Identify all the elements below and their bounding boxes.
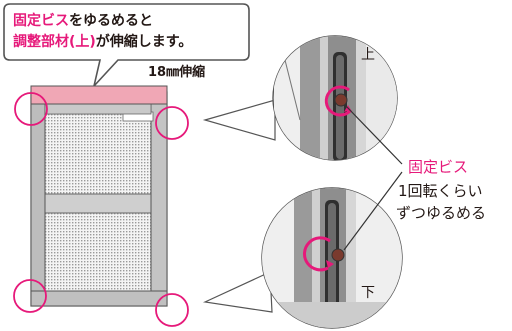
stretch-label: 18㎜伸縮 — [148, 65, 206, 80]
marker-top-right — [155, 106, 189, 140]
callout-text-2: が伸縮します。 — [95, 34, 193, 50]
screw-top — [334, 93, 348, 107]
callout-line-2: 調整部材(上)が伸縮します。 — [13, 35, 192, 49]
marker-bottom-left — [13, 279, 47, 313]
screw-label: 固定ビス — [408, 158, 469, 176]
callout-highlight-2: 調整部材(上) — [13, 34, 96, 50]
zoom-top — [272, 35, 398, 161]
screen-frame — [30, 91, 168, 307]
adjustment-member-top — [30, 85, 168, 105]
leader-bottom — [343, 171, 403, 251]
marker-top-left — [14, 92, 48, 126]
leader-top — [345, 105, 403, 165]
marker-bottom-right — [155, 293, 189, 327]
instruction-line-2: ずつゆるめる — [396, 204, 487, 222]
zoom-bottom — [261, 187, 403, 329]
instruction-line-1: 1回転くらい — [398, 182, 483, 200]
screw-bottom — [331, 248, 345, 262]
top-mark: 上 — [361, 47, 375, 63]
callout-highlight-1: 固定ビス — [13, 13, 69, 29]
callout-text-1: をゆるめると — [69, 13, 153, 29]
callout-line-1: 固定ビスをゆるめると — [13, 14, 153, 28]
bottom-mark: 下 — [361, 285, 375, 301]
callout-bubble — [3, 3, 250, 89]
